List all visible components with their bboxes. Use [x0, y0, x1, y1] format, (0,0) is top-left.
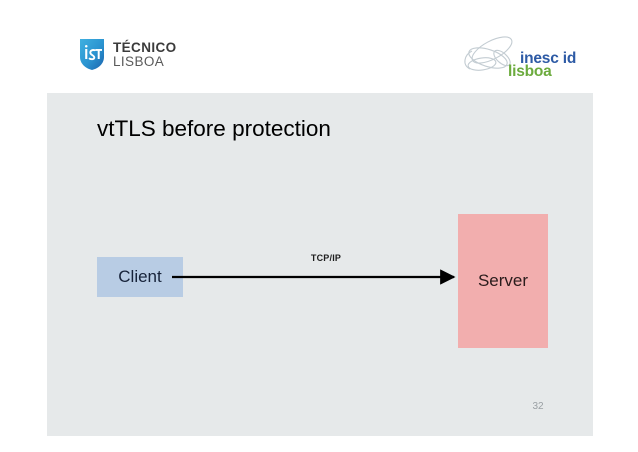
client-label: Client [118, 267, 162, 286]
svg-text:inesc id: inesc id [520, 50, 576, 67]
page-number: 32 [532, 401, 544, 412]
connection-client-server [172, 253, 462, 301]
svg-text:lisboa: lisboa [508, 63, 552, 80]
slide-panel: vtTLS before protection Client Server TC… [47, 93, 593, 436]
server-label: Server [477, 271, 529, 290]
tecnico-lisboa-logo: TÉCNICO LISBOA [79, 38, 177, 71]
diagram-node-server: Server [458, 214, 548, 348]
connection-label-tcpip: TCP/IP [310, 253, 342, 263]
inesc-id-lisboa-logo: inesc id lisboa [458, 33, 584, 83]
tecnico-text: TÉCNICO [113, 39, 177, 55]
ist-shield-icon [79, 38, 105, 71]
diagram-node-client: Client [97, 257, 183, 297]
lisboa-text: LISBOA [113, 54, 165, 69]
inesc-swirl-icon [464, 36, 513, 71]
page-title: vtTLS before protection [97, 116, 331, 141]
tecnico-lisboa-wordmark: TÉCNICO LISBOA [113, 39, 177, 69]
